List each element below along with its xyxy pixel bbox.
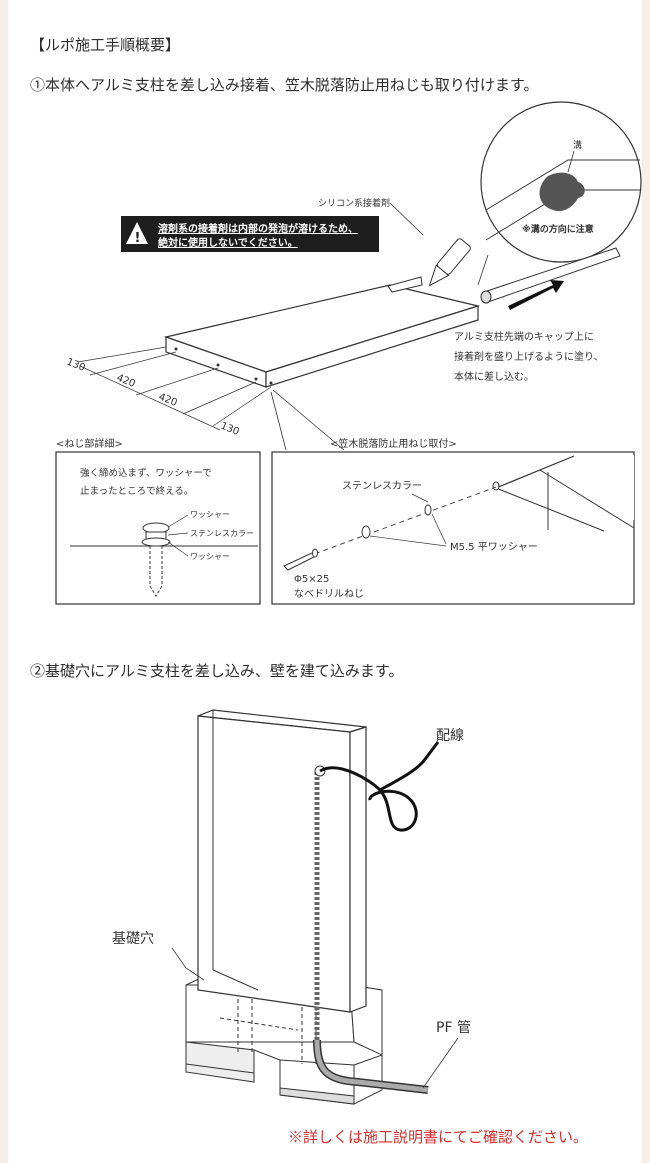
warning-line-1: 溶剤系の接着剤は内部の発泡が溶けるため、 [158, 222, 358, 235]
screw-detail-box: 強く締め込まず、ワッシャーで 止まったところで終える。 [55, 451, 261, 605]
wall-panel [185, 709, 440, 1105]
pf-pipe-label: PF 管 [436, 1020, 471, 1036]
groove-magnifier: 溝 ※溝の方向に注意 [480, 101, 642, 263]
dimension-lines [77, 346, 272, 431]
foundation-label: 基礎穴 [112, 930, 154, 947]
dimension-2: 420 [115, 373, 137, 390]
groove-note: ※溝の方向に注意 [522, 223, 594, 235]
warning-line-2: 絶対に使用しないでください。 [158, 236, 298, 249]
svg-text:!: ! [135, 231, 141, 246]
dimension-4: 130 [219, 421, 241, 438]
groove-label: 溝 [573, 139, 582, 151]
coping-screw-label-1: Φ5×25 [294, 574, 329, 585]
step1-heading: ①本体へアルミ支柱を差し込み接着、笠木脱落防止用ねじも取り付けます。 [30, 76, 539, 94]
coping-detail-box [271, 451, 635, 605]
installation-diagram: ! 溶剤系の接着剤は内部の発泡が溶けるため、 絶対に使用しないでください。 シリ… [55, 101, 642, 1105]
screw-collar-label: ステンレスカラー [190, 529, 254, 538]
step2-heading: ②基礎穴にアルミ支柱を差し込み、壁を建て込みます。 [30, 662, 404, 680]
screw-washer-top-label: ワッシャー [190, 510, 230, 519]
coping-detail-heading: <笠木脱落防止用ねじ取付> [330, 437, 457, 450]
coping-collar-label: ステンレスカラー [342, 480, 422, 492]
insert-note-3: 本体に差し込む。 [454, 370, 534, 383]
page: 【ルポ施工手順概要】 ①本体へアルミ支柱を差し込み接着、笠木脱落防止用ねじも取り… [8, 0, 642, 1163]
insert-arrow-icon [508, 280, 564, 310]
insert-note-1: アルミ支柱先端のキャップ上に [454, 330, 594, 343]
adhesive-bottle-icon [428, 238, 471, 287]
warning-box: ! 溶剤系の接着剤は内部の発泡が溶けるため、 絶対に使用しないでください。 [121, 216, 379, 252]
coping-screw-label-2: なべドリルねじ [294, 588, 364, 600]
insert-note-2: 接着剤を盛り上げるように塗り、 [454, 350, 604, 363]
wiring-label: 配線 [436, 728, 464, 744]
dimension-1: 130 [65, 357, 87, 374]
page-title: 【ルポ施工手順概要】 [30, 36, 181, 54]
adhesive-label: シリコン系接着剤 [318, 197, 390, 209]
screw-detail-note-2: 止まったところで終える。 [80, 485, 193, 497]
screw-detail-note-1: 強く締め込まず、ワッシャーで [80, 467, 212, 479]
coping-washer-label: M5.5 平ワッシャー [450, 542, 538, 553]
wall-body-top [163, 276, 481, 388]
aluminium-post [480, 247, 621, 304]
footer-note: ※詳しくは施工説明書にてご確認ください。 [288, 1128, 589, 1146]
screw-washer-bottom-label: ワッシャー [190, 552, 230, 561]
screw-detail-heading: <ねじ部詳細> [56, 437, 123, 450]
